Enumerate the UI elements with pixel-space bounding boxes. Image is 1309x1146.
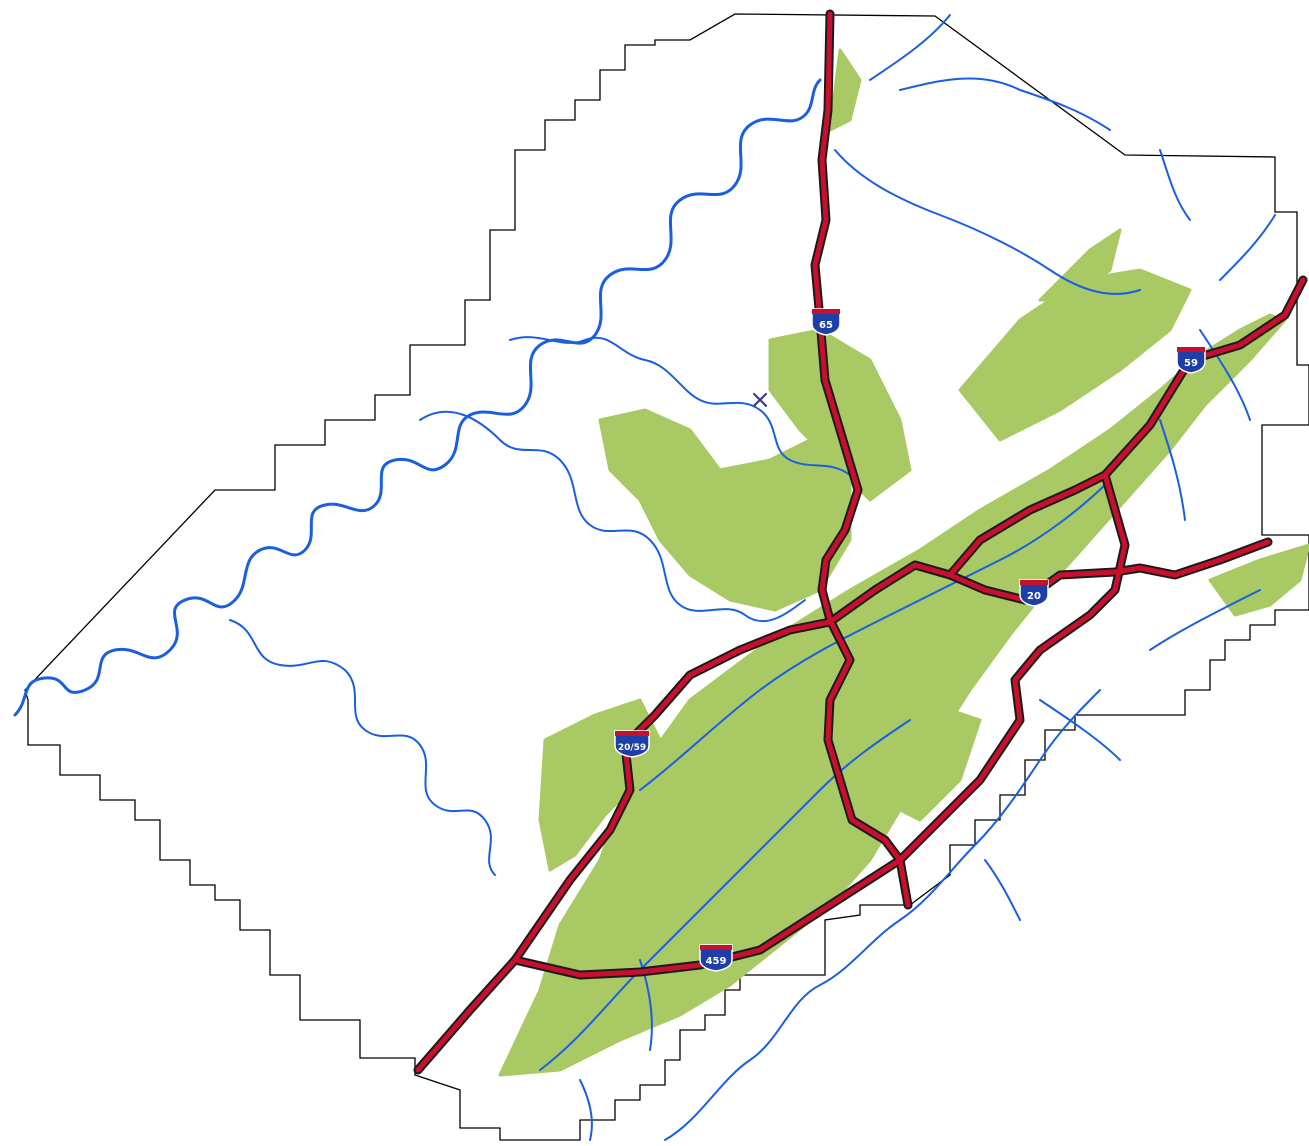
locust-fork (419, 410, 806, 623)
interstate-shield-icon (1019, 579, 1049, 607)
village-creek (639, 479, 1111, 791)
county-boundary (24, 13, 1309, 1141)
i20-59-shield[interactable]: 20/59 (614, 730, 650, 758)
valley-creek (539, 719, 911, 1071)
i65-shield[interactable]: 65 (811, 308, 841, 336)
east-streams (1159, 149, 1276, 521)
cahaba-river (664, 689, 1101, 1141)
i59-shield[interactable]: 59 (1176, 346, 1206, 374)
rivers (13, 14, 1276, 1141)
i459-shield[interactable]: 459 (699, 944, 733, 972)
i20-shield[interactable]: 20 (1019, 579, 1049, 607)
urban-area (498, 48, 1309, 1077)
black-warrior-river (13, 78, 822, 717)
shield-label: 59 (1184, 358, 1198, 369)
interstate-shield-icon (811, 308, 841, 336)
interstate-shield-icon (699, 944, 733, 972)
location-cross-icon: × (749, 385, 771, 415)
interstate-highways (413, 9, 1308, 1075)
shield-label: 65 (819, 320, 833, 331)
shield-label: 459 (706, 956, 727, 967)
blackburn-fork (509, 336, 851, 476)
mulberry-fork (229, 619, 496, 876)
shield-label: 20 (1027, 591, 1041, 602)
turkey-creek (834, 149, 1141, 295)
southeast-streams (984, 589, 1261, 921)
shield-label: 20/59 (618, 743, 646, 753)
little-cahaba (869, 14, 1111, 131)
interstate-shield-icon (1176, 346, 1206, 374)
interstate-shield-icon (614, 730, 650, 758)
